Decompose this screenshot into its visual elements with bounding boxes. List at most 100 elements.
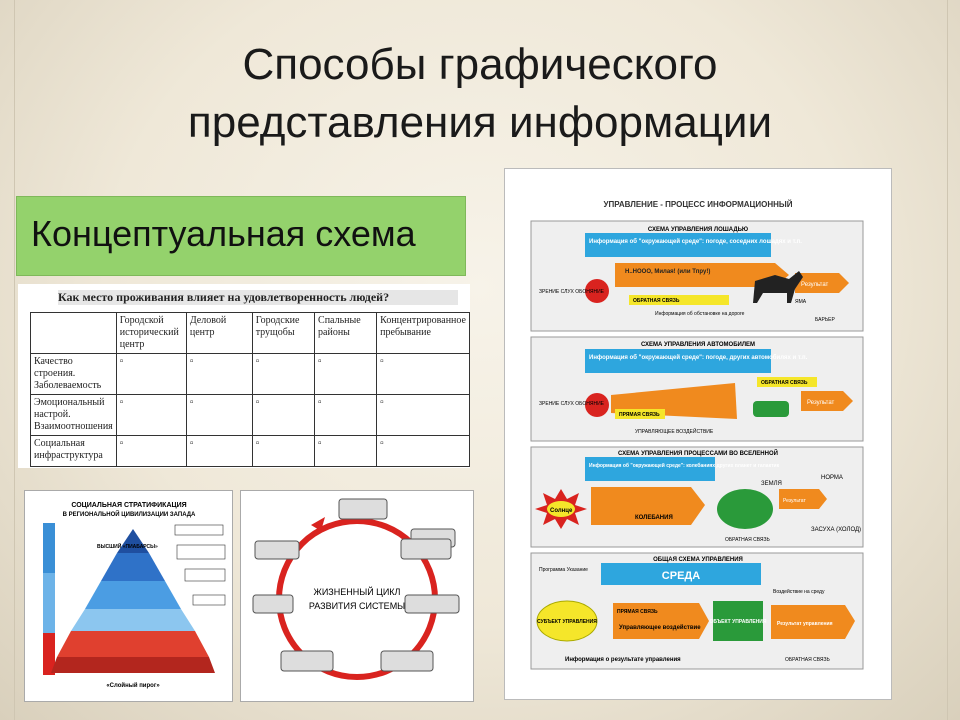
action-label: Управляющее воздействие [619,624,701,631]
horse-road-text: Информация об обстановке на дороге [655,311,745,317]
universe-fluct-arrow [591,487,705,525]
pyramid-svg: СОЦИАЛЬНАЯ СТРАТИФИКАЦИЯ В РЕГИОНАЛЬНОЙ … [43,502,226,689]
horse-icon [753,271,803,303]
table-cell: ▫ [314,353,378,395]
panel-general-title: ОБЩАЯ СХЕМА УПРАВЛЕНИЯ [653,557,743,563]
action-arrow [613,603,709,639]
horse-command-arrow [615,263,789,287]
env-label: СРЕДА [662,570,700,582]
table-header-cell: Спальные районы [314,312,378,354]
survey-table: Городской исторический центр Деловой цен… [30,312,470,467]
universe-result-text: Результат [783,498,806,504]
sun-label: Солнце [550,508,573,514]
table-header-cell: Городской исторический центр [115,312,187,354]
scheme-header: УПРАВЛЕНИЕ - ПРОЦЕСС ИНФОРМАЦИОННЫЙ [604,200,793,209]
pyramid-level-5 [57,631,209,657]
panel-universe-title: СХЕМА УПРАВЛЕНИЯ ПРОЦЕССАМИ ВО ВСЕЛЕННОЙ [618,449,778,457]
slide-title: Способы графического представления инфор… [60,36,900,152]
object-box [713,601,763,641]
pyramid-level-4 [71,609,195,631]
cycle-stage-box [338,498,388,520]
pyramid-base [51,657,215,673]
horse-result-text: Результат [801,282,829,288]
title-line-1: Способы графического [242,40,718,89]
table-cell: ▫ [115,353,187,395]
social-pyramid-image: СОЦИАЛЬНАЯ СТРАТИФИКАЦИЯ В РЕГИОНАЛЬНОЙ … [24,490,233,702]
title-line-2: представления информации [187,98,773,147]
table-header-cell: Концентрированное пребывание [376,312,470,354]
cycle-stage-box [280,650,334,672]
pyramid-note [174,524,224,536]
pyramid-note [176,544,226,560]
pyramid-top [117,529,149,553]
pyramid-title-1: СОЦИАЛЬНАЯ СТРАТИФИКАЦИЯ [71,502,186,509]
cycle-arrow-icon [311,517,325,531]
table-header-row: Городской исторический центр Деловой цен… [30,312,470,354]
table-cell: ▫ [115,394,187,436]
universe-feedback-text: ОБРАТНАЯ СВЯЗЬ [725,537,771,543]
cycle-stage-box [380,650,434,672]
life-cycle-image: ЖИЗНЕННЫЙ ЦИКЛ РАЗВИТИЯ СИСТЕМЫ [240,490,474,702]
table-cell: ▫ [376,435,470,467]
universe-info-box [585,457,715,481]
table-row-label: Эмоциональный настрой. Взаимоотношения [30,394,117,436]
side-band-red [43,633,55,675]
car-sense-text: ЗРЕНИЕ СЛУХ ОБОНЯНИЕ [539,401,605,407]
car-result-arrow [801,391,853,411]
side-band-lightblue [43,573,55,633]
table-cell: ▫ [115,435,187,467]
table-header-cell: Городские трущобы [251,312,316,354]
table-cell: ▫ [185,394,253,436]
table-caption: Как место проживания влияет на удовлетво… [58,290,458,305]
program-label: Программа Указание [539,567,588,573]
concept-scheme-label: Концептуальная схема [31,213,416,254]
panel-horse-title: СХЕМА УПРАВЛЕНИЯ ЛОШАДЬЮ [648,227,748,233]
rider-icon [585,279,609,303]
table-cell: ▫ [251,435,316,467]
car-info-box [585,349,771,373]
horse-pit-text: ЯМА [795,299,807,305]
universe-info-text: Информация об "окружающей среде": колеба… [589,462,780,469]
cycle-center-1: ЖИЗНЕННЫЙ ЦИКЛ [314,586,401,597]
cycle-center-2: РАЗВИТИЯ СИСТЕМЫ [309,601,405,611]
car-direct-box [615,409,665,419]
general-result-arrow [771,605,855,639]
car-feedback-box [757,377,817,387]
car-control-text: УПРАВЛЯЮЩЕЕ ВОЗДЕЙСТВИЕ [635,427,714,435]
subject-ellipse [536,600,598,642]
cycle-stage-box [254,540,300,560]
survey-table-image: Как место проживания влияет на удовлетво… [18,284,470,468]
table-cell: ▫ [251,394,316,436]
scheme-svg: УПРАВЛЕНИЕ - ПРОЦЕСС ИНФОРМАЦИОННЫЙ СХЕМ… [530,200,864,670]
env-box [601,563,761,585]
table-row-label: Качество строения. Заболеваемость [30,353,117,395]
table-row: Эмоциональный настрой. Взаимоотношения ▫… [30,394,470,436]
pyramid-level-3 [85,581,181,609]
horse-feedback-box [629,295,729,305]
earth-label: ЗЕМЛЯ [761,481,782,487]
car-direct-text: ПРЯМАЯ СВЯЗЬ [619,412,660,418]
table-cell: ▫ [314,435,378,467]
side-band-blue [43,523,55,573]
car-result-text: Результат [807,400,835,406]
pyramid-top-label: ВЫСШИЙ «ПИАБАРСЫ» [97,542,158,550]
table-cell: ▫ [185,435,253,467]
drought-label: ЗАСУХА (ХОЛОД) [811,527,861,533]
cycle-stage-box [404,594,460,614]
horse-sense-text: ЗРЕНИЕ СЛУХ ОБОНЯНИЕ [539,289,605,295]
table-cell: ▫ [376,394,470,436]
horse-info-text: Информация об "окружающей среде": погоде… [589,238,802,245]
horse-barrier-text: БАРЬЕР [815,317,835,323]
horse-command-text: Н..НООО, Милая! (или Тпру!) [625,269,710,275]
direct-label: ПРЯМАЯ СВЯЗЬ [617,609,658,615]
car-feedback-text: ОБРАТНАЯ СВЯЗЬ [761,380,808,386]
cycle-svg: ЖИЗНЕННЫЙ ЦИКЛ РАЗВИТИЯ СИСТЕМЫ [252,498,460,680]
table-cell: ▫ [185,353,253,395]
general-result-label: Результат управления [777,621,833,627]
subject-label: СУБЪЕКТ УПРАВЛЕНИЯ [537,619,597,625]
table-cell: ▫ [314,394,378,436]
table-header-cell: Деловой центр [185,312,253,354]
universe-result-arrow [779,489,827,509]
panel-car-title: СХЕМА УПРАВЛЕНИЯ АВТОМОБИЛЕМ [641,342,755,348]
sun-label-bg [547,501,575,517]
